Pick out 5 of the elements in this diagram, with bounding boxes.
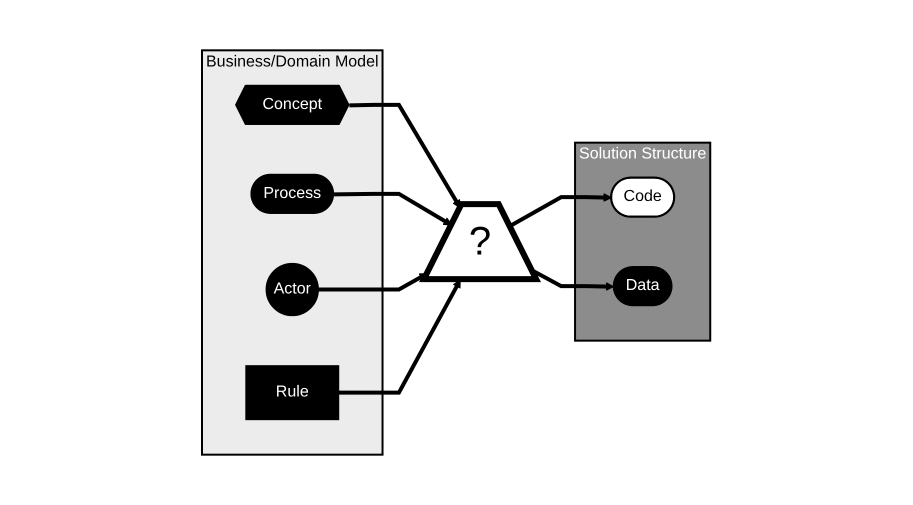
node-circle: Actor [266,262,320,316]
arrow [509,193,612,228]
node-box: Rule [246,365,340,420]
arrow [350,102,462,208]
arrow [334,192,452,226]
